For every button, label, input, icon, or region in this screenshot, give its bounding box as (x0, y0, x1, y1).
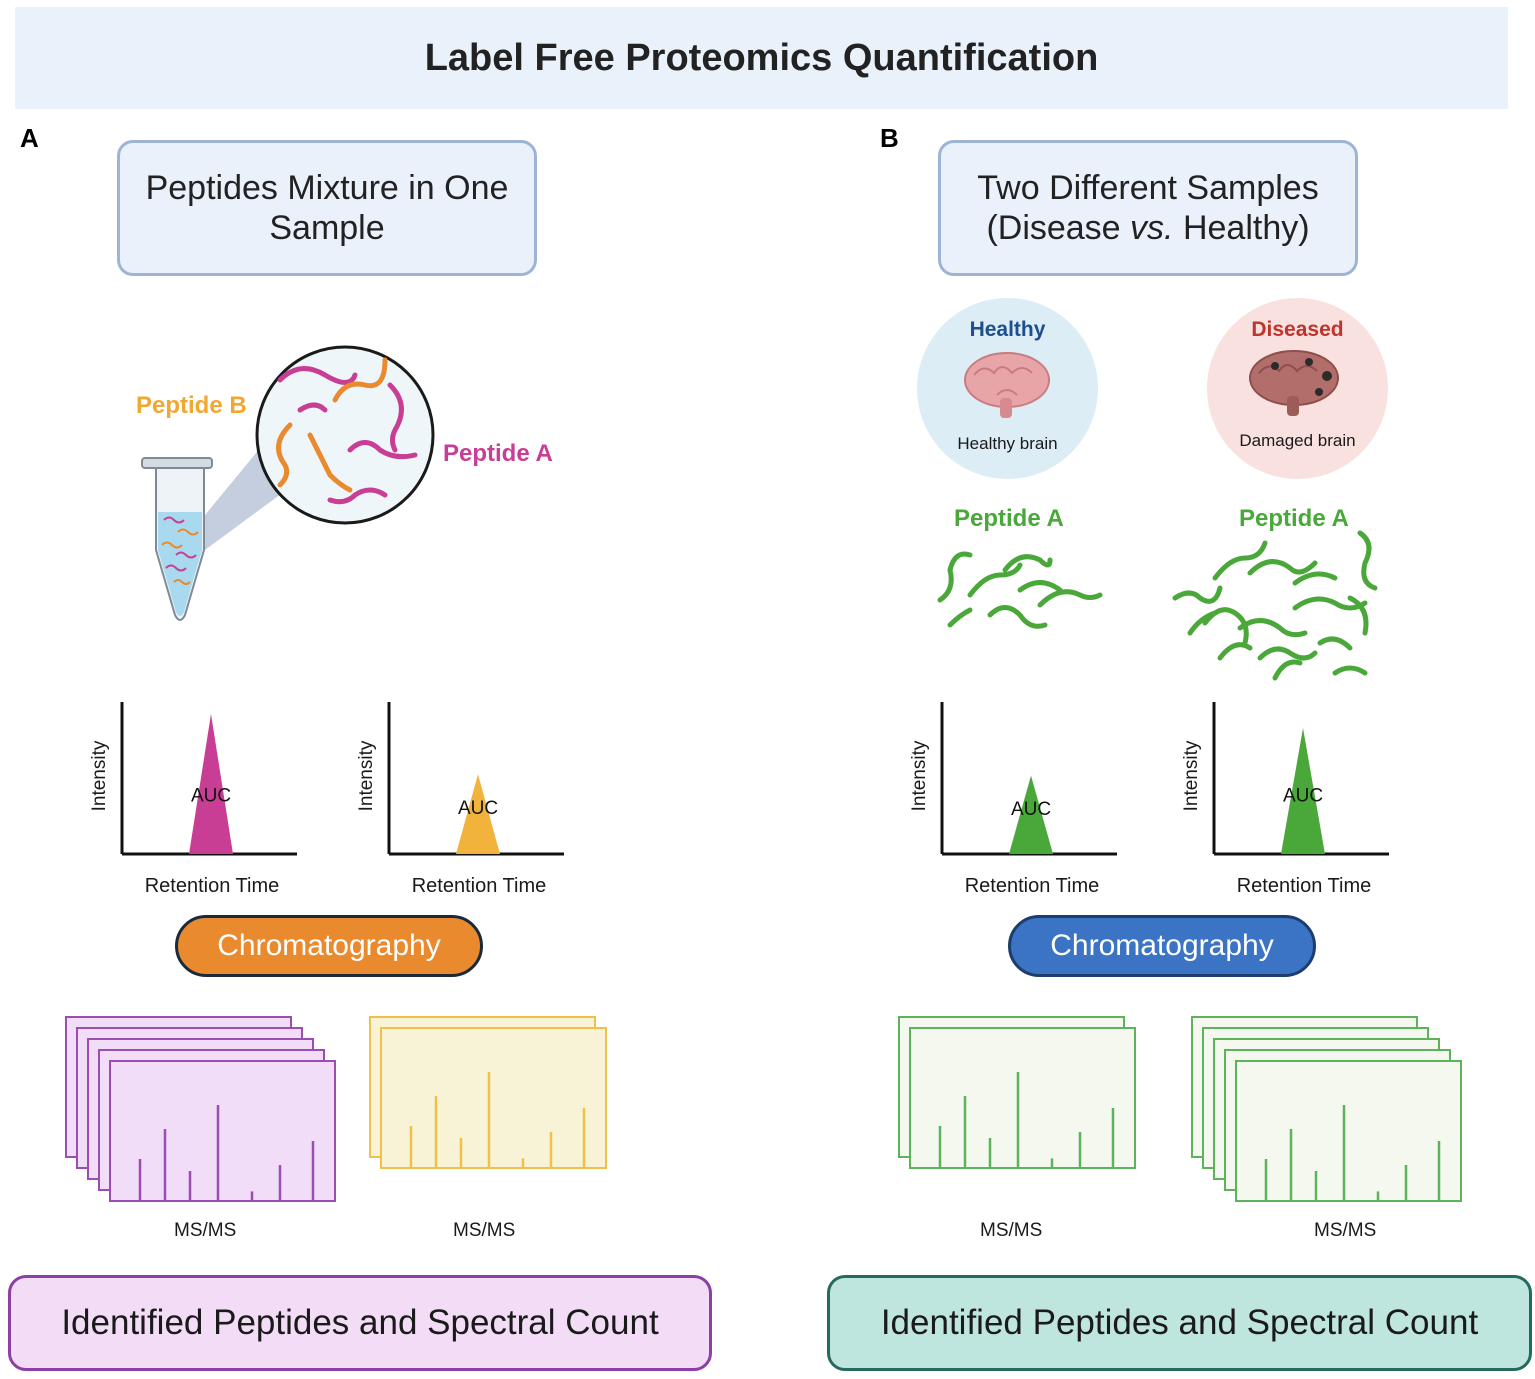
msms-label-a1: MS/MS (174, 1220, 237, 1241)
msms-stack-a2: MS/MS (368, 1015, 618, 1255)
result-box-a: Identified Peptides and Spectral Count (8, 1275, 712, 1371)
msms-label-a2: MS/MS (453, 1220, 516, 1241)
chromatography-pill-b: Chromatography (1008, 915, 1316, 977)
chromatogram-b1-xlabel: Retention Time (964, 875, 1100, 897)
chromatogram-peak (189, 714, 233, 854)
spectrum-card (109, 1060, 336, 1202)
chromatogram-a2-ylabel: Intensity (356, 740, 377, 812)
peptide-a-label: Peptide A (443, 440, 553, 467)
sample-box-b-line1: Two Different Samples (977, 168, 1319, 207)
msms-label-b1: MS/MS (980, 1220, 1043, 1241)
healthy-brain-icon (964, 352, 1050, 418)
sample-box-a: Peptides Mixture in One Sample (117, 140, 537, 276)
sample-box-b-line2-pre: (Disease (986, 209, 1131, 247)
spectrum-card (909, 1027, 1136, 1169)
chromatogram-a1: AUC Retention Time Intensity (80, 700, 310, 900)
sample-box-b-line2-vs: vs. (1130, 209, 1174, 247)
sample-box-b-line2-post: Healthy) (1173, 209, 1310, 247)
peptide-b-label: Peptide B (136, 392, 247, 419)
chromatogram-peak (1009, 775, 1053, 854)
chromatogram-a2: AUC Retention Time Intensity (347, 700, 577, 900)
chromatography-pill-a: Chromatography (175, 915, 483, 977)
chromatogram-b2: AUC Retention Time Intensity (1172, 700, 1402, 900)
peak-auc-label: AUC (1283, 786, 1323, 807)
sample-box-b: Two Different Samples (Disease vs. Healt… (938, 140, 1358, 276)
chromatogram-peak (456, 774, 500, 854)
result-box-b: Identified Peptides and Spectral Count (827, 1275, 1532, 1371)
msms-stack-a1: MS/MS (64, 1015, 344, 1255)
damaged-brain-icon (1249, 350, 1339, 416)
msms-label-b2: MS/MS (1314, 1220, 1377, 1241)
diseased-title: Diseased (1251, 318, 1344, 341)
panel-a-letter: A (20, 123, 39, 153)
chromatogram-a2-xlabel: Retention Time (411, 875, 547, 897)
peak-auc-label: AUC (1011, 799, 1051, 820)
spectrum-card (380, 1027, 607, 1169)
healthy-caption: Healthy brain (957, 434, 1058, 453)
tube-icon (141, 457, 213, 621)
chromatogram-a1-xlabel: Retention Time (144, 875, 280, 897)
peptide-a-label-healthy: Peptide A (954, 505, 1064, 532)
chromatogram-b2-ylabel: Intensity (1181, 740, 1202, 812)
msms-stack-b2: MS/MS (1190, 1015, 1470, 1255)
peak-auc-label: AUC (191, 786, 231, 807)
title-banner: Label Free Proteomics Quantification (15, 7, 1508, 109)
chromatogram-b2-xlabel: Retention Time (1236, 875, 1372, 897)
chromatogram-a1-ylabel: Intensity (89, 740, 110, 812)
chromatogram-b1-ylabel: Intensity (909, 740, 930, 812)
chromatogram-peak (1281, 728, 1325, 854)
diseased-circle: Diseased Damaged brain (1207, 298, 1388, 479)
healthy-peptide-strands (937, 551, 1103, 629)
peak-auc-label: AUC (458, 798, 498, 819)
healthy-title: Healthy (969, 318, 1046, 341)
sample-box-b-line2: (Disease vs. Healthy) (986, 208, 1309, 248)
panel-b-letter: B (880, 123, 899, 153)
spectrum-card (1235, 1060, 1462, 1202)
sample-box-a-line1: Peptides Mixture in One (145, 168, 509, 207)
peptide-a-label-diseased: Peptide A (1239, 505, 1349, 532)
zoom-circle (255, 345, 435, 525)
diseased-caption: Damaged brain (1239, 431, 1356, 450)
tube-illustration (141, 345, 435, 621)
page-title: Label Free Proteomics Quantification (424, 36, 1099, 79)
healthy-circle: Healthy Healthy brain (917, 298, 1098, 479)
diseased-peptide-strands (1172, 530, 1378, 681)
chromatogram-b1: AUC Retention Time Intensity (900, 700, 1130, 900)
sample-box-a-line2: Sample (269, 209, 385, 247)
msms-stack-b1: MS/MS (897, 1015, 1147, 1255)
